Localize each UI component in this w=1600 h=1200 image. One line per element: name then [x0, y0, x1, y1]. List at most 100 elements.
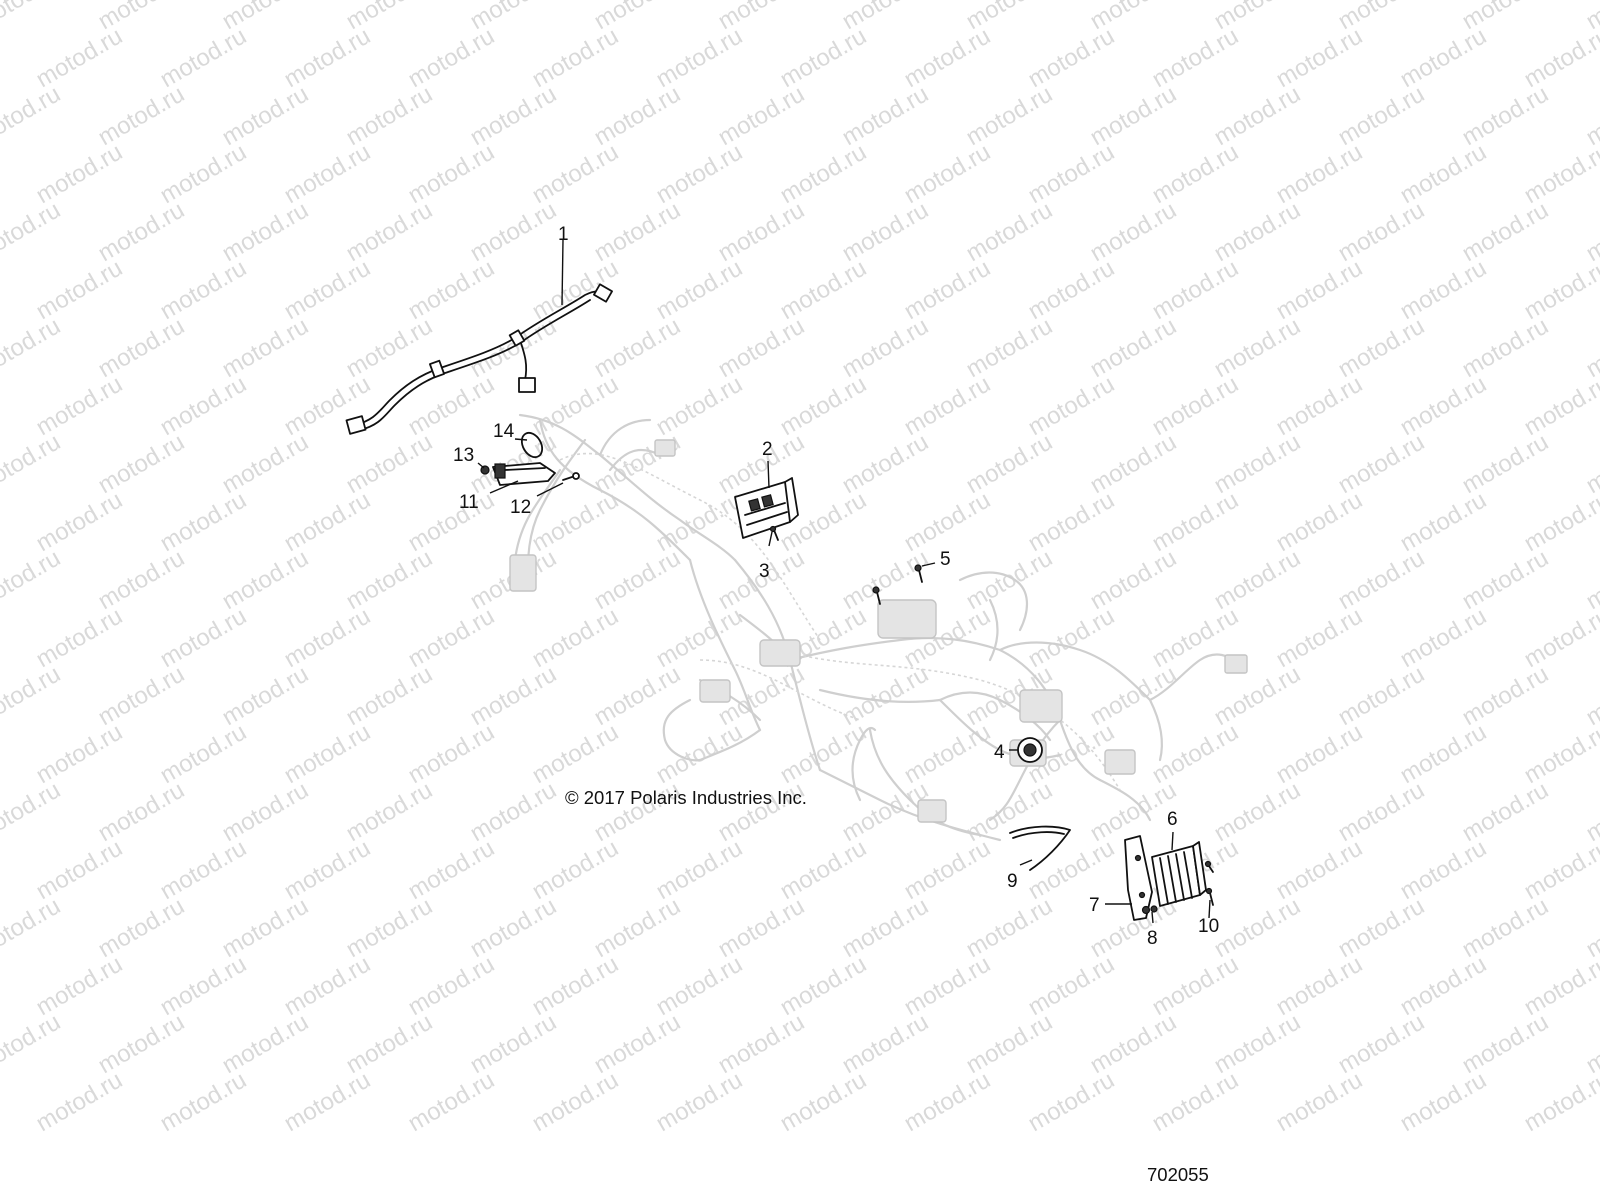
watermark-text: motod.ru: [404, 22, 500, 93]
watermark-text: motod.ru: [0, 544, 65, 615]
watermark-text: motod.ru: [962, 312, 1058, 383]
watermark-text: motod.ru: [528, 602, 624, 673]
part-11-bracket-assembly[interactable]: [492, 462, 556, 486]
watermark-text: motod.ru: [1520, 22, 1600, 93]
watermark-text: motod.ru: [1210, 544, 1306, 615]
watermark-text: motod.ru: [1458, 892, 1554, 963]
watermark-text: motod.ru: [838, 80, 934, 151]
watermark-text: motod.ru: [900, 486, 996, 557]
watermark-text: motod.ru: [156, 834, 252, 905]
watermark-text: motod.ru: [1024, 486, 1120, 557]
watermark-text: motod.ru: [0, 254, 3, 325]
watermark-text: motod.ru: [280, 834, 376, 905]
watermark-text: motod.ru: [156, 718, 252, 789]
watermark-text: motod.ru: [1334, 892, 1430, 963]
watermark-text: motod.ru: [590, 428, 686, 499]
watermark-text: motod.ru: [590, 660, 686, 731]
watermark-text: motod.ru: [32, 486, 128, 557]
watermark-text: motod.ru: [590, 1008, 686, 1079]
callout-7: 7: [1089, 895, 1100, 916]
watermark-text: motod.ru: [1334, 776, 1430, 847]
watermark-text: motod.ru: [838, 312, 934, 383]
watermark-text: motod.ru: [1520, 370, 1600, 441]
watermark-text: motod.ru: [652, 254, 748, 325]
watermark-text: motod.ru: [0, 312, 65, 383]
watermark-text: motod.ru: [838, 196, 934, 267]
watermark-text: motod.ru: [94, 660, 190, 731]
watermark-text: motod.ru: [342, 312, 438, 383]
watermark-text: motod.ru: [404, 486, 500, 557]
watermark-text: motod.ru: [590, 892, 686, 963]
watermark-text: motod.ru: [838, 892, 934, 963]
figure-number: 702055: [1147, 1164, 1209, 1185]
part-5-bolt[interactable]: [872, 564, 923, 605]
watermark-text: motod.ru: [0, 660, 65, 731]
watermark-text: motod.ru: [1024, 254, 1120, 325]
watermark-text: motod.ru: [218, 428, 314, 499]
watermark-text: motod.ru: [32, 254, 128, 325]
watermark-text: motod.ru: [32, 22, 128, 93]
watermark-text: motod.ru: [838, 1008, 934, 1079]
watermark-text: motod.ru: [466, 312, 562, 383]
part-4-grommet[interactable]: [1017, 737, 1043, 763]
watermark-text: motod.ru: [900, 1066, 996, 1137]
watermark-text: motod.ru: [0, 138, 3, 209]
watermark-text: motod.ru: [404, 834, 500, 905]
part-6-voltage-regulator[interactable]: [1151, 841, 1207, 907]
part-9-strap[interactable]: [1009, 825, 1071, 871]
watermark-text: motod.ru: [1210, 80, 1306, 151]
watermark-text: motod.ru: [652, 370, 748, 441]
watermark-text: motod.ru: [1458, 1008, 1554, 1079]
watermark-text: motod.ru: [714, 80, 810, 151]
watermark-text: motod.ru: [32, 950, 128, 1021]
watermark-text: motod.ru: [652, 602, 748, 673]
watermark-text: motod.ru: [1148, 22, 1244, 93]
watermark-text: motod.ru: [1334, 544, 1430, 615]
part-3-screw[interactable]: [769, 525, 779, 541]
watermark-text: motod.ru: [342, 428, 438, 499]
watermark-text: motod.ru: [1272, 370, 1368, 441]
watermark-text: motod.ru: [652, 950, 748, 1021]
watermark-text: motod.ru: [404, 254, 500, 325]
part-7-mounting-bracket[interactable]: [1124, 835, 1153, 921]
part-14-tie-strap[interactable]: [518, 429, 547, 461]
watermark-text: motod.ru: [1334, 660, 1430, 731]
watermark-text: motod.ru: [280, 950, 376, 1021]
watermark-text: motod.ru: [94, 312, 190, 383]
watermark-text: motod.ru: [714, 196, 810, 267]
callout-2: 2: [762, 439, 773, 460]
watermark-text: motod.ru: [1396, 834, 1492, 905]
watermark-text: motod.ru: [1024, 370, 1120, 441]
watermark-text: motod.ru: [714, 1008, 810, 1079]
watermark-text: motod.ru: [1396, 254, 1492, 325]
watermark-text: motod.ru: [1148, 138, 1244, 209]
watermark-text: motod.ru: [1396, 1066, 1492, 1137]
watermark-text: motod.ru: [94, 544, 190, 615]
watermark-text: motod.ru: [1272, 834, 1368, 905]
callout-5: 5: [940, 549, 951, 570]
part-12-screw[interactable]: [562, 472, 580, 481]
part-8-nut[interactable]: [1141, 905, 1158, 915]
watermark-text: motod.ru: [404, 718, 500, 789]
watermark-text: motod.ru: [1024, 1066, 1120, 1137]
watermark-text: motod.ru: [1210, 196, 1306, 267]
watermark-text: motod.ru: [466, 776, 562, 847]
watermark-text: motod.ru: [1210, 892, 1306, 963]
watermark-text: motod.ru: [776, 950, 872, 1021]
watermark-text: motod.ru: [156, 950, 252, 1021]
watermark-text: motod.ru: [1458, 312, 1554, 383]
watermark-text: motod.ru: [1396, 718, 1492, 789]
part-10-bolt[interactable]: [1204, 860, 1214, 906]
watermark-text: motod.ru: [156, 602, 252, 673]
watermark-text: motod.ru: [32, 370, 128, 441]
watermark-text: motod.ru: [1520, 950, 1600, 1021]
watermark-text: motod.ru: [1520, 1066, 1600, 1137]
watermark-text: motod.ru: [528, 950, 624, 1021]
part-2-ecu-module[interactable]: [734, 477, 799, 539]
part-1-harness[interactable]: [345, 283, 613, 435]
callout-13: 13: [453, 445, 474, 466]
watermark-text: motod.ru: [1334, 428, 1430, 499]
watermark-text: motod.ru: [156, 486, 252, 557]
watermark-text: motod.ru: [280, 718, 376, 789]
watermark-text: motod.ru: [0, 834, 3, 905]
